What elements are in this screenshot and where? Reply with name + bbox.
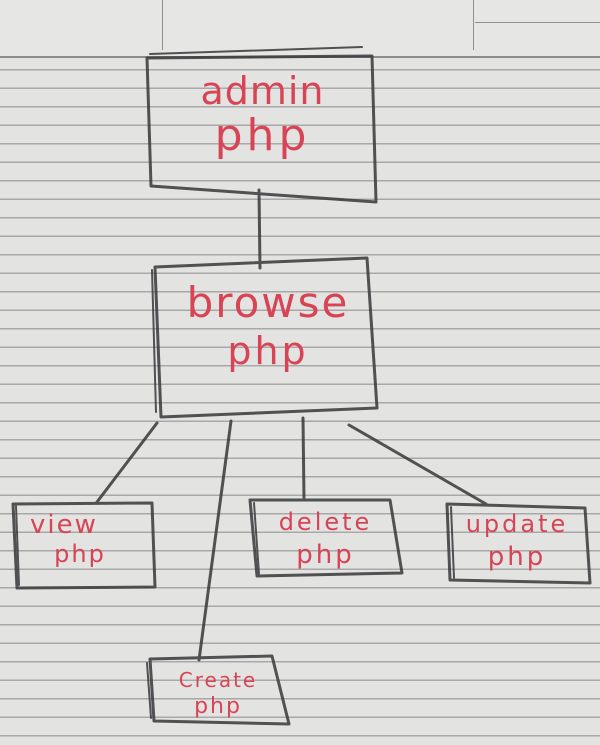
admin-box (145, 54, 378, 204)
create-box (148, 654, 291, 726)
browse-box (153, 256, 379, 419)
node-update-label: update php (452, 512, 582, 570)
node-view-ext: php (54, 540, 106, 568)
node-admin-title: admin (200, 69, 325, 113)
node-create-title: Create (178, 668, 258, 692)
header-cell-right (475, 0, 600, 50)
node-browse-ext: php (227, 329, 309, 373)
update-box (445, 502, 592, 585)
header-cell-middle (163, 0, 474, 50)
header-cell-left (0, 0, 163, 50)
edge-browse-update (347, 423, 488, 506)
edge-browse-view (95, 421, 159, 504)
node-delete-title: delete (278, 508, 373, 536)
node-update-title: update (465, 510, 569, 538)
node-admin-label: admin php (160, 72, 365, 158)
edge-admin-browse (257, 188, 262, 270)
node-update-ext: php (487, 542, 547, 572)
node-create-label: Create php (158, 670, 278, 718)
node-view-label: view php (20, 512, 140, 566)
node-delete-ext: php (296, 540, 355, 570)
delete-box (248, 498, 404, 578)
node-delete-label: delete php (258, 510, 393, 568)
node-view-title: view (30, 510, 98, 540)
node-browse-title: browse (186, 278, 350, 327)
edge-browse-delete (301, 416, 306, 502)
view-box (11, 501, 157, 590)
node-create-ext: php (194, 694, 242, 719)
edge-browse-create (197, 419, 233, 662)
node-browse-label: browse php (168, 278, 368, 373)
node-admin-ext: php (214, 110, 311, 161)
